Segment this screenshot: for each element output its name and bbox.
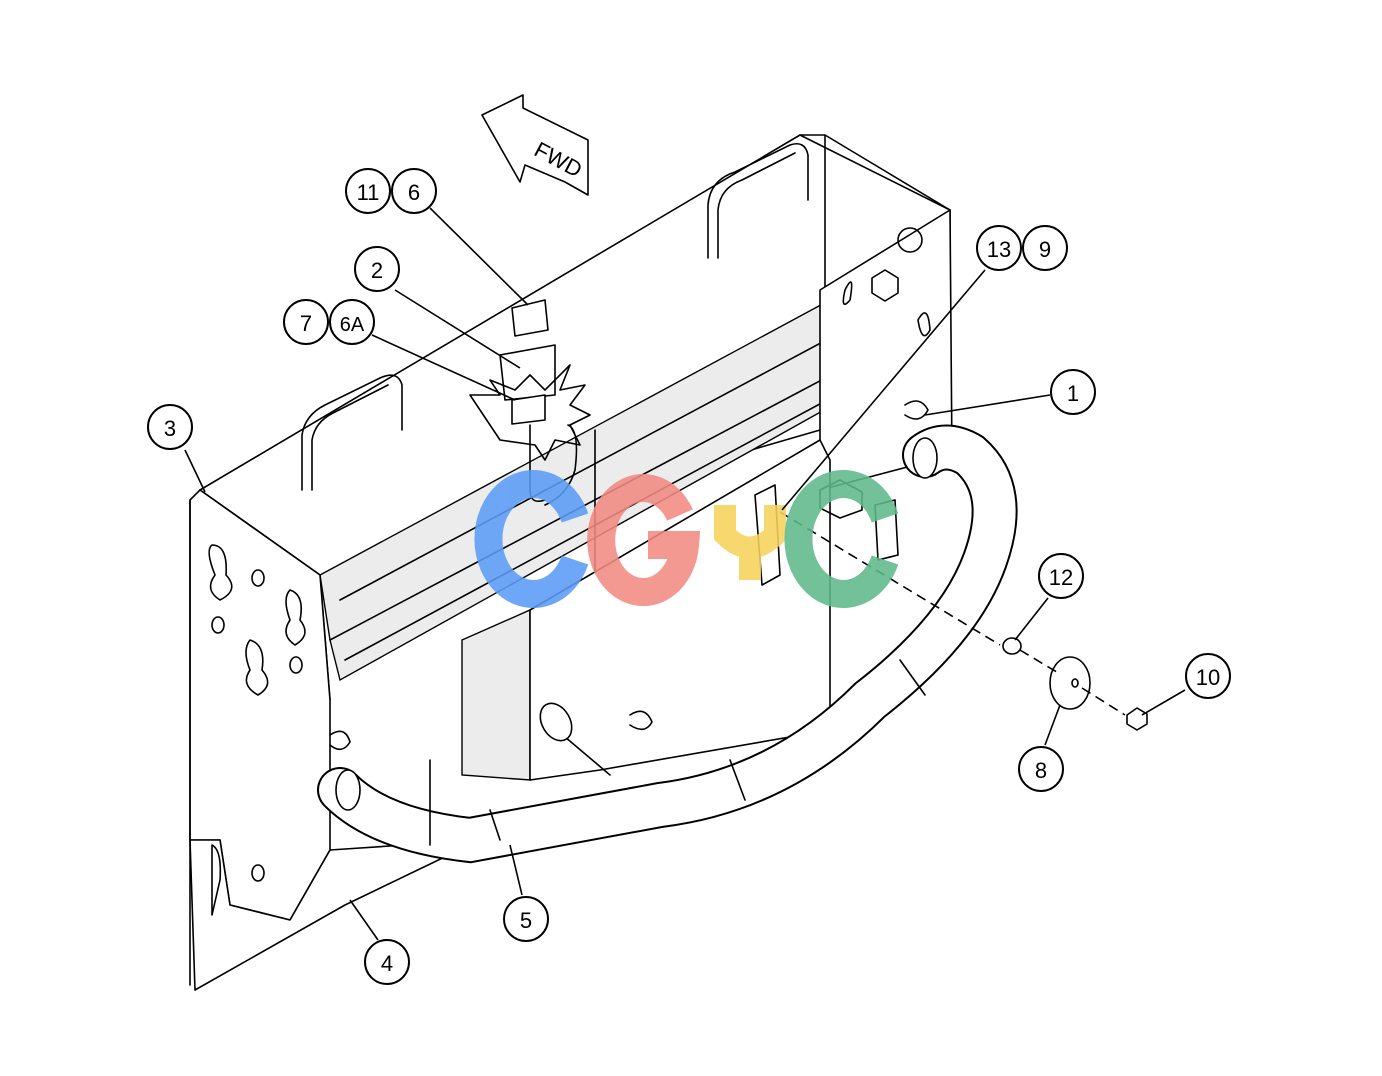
callout-7[interactable]: 7 <box>283 299 329 345</box>
callout-2[interactable]: 2 <box>354 246 400 292</box>
callout-11[interactable]: 11 <box>345 168 391 214</box>
flat-washer-8 <box>1049 656 1091 710</box>
valve-fitting <box>469 299 591 506</box>
cgsc-watermark <box>474 470 899 608</box>
callout-3[interactable]: 3 <box>147 404 193 450</box>
svg-text:5: 5 <box>520 908 532 933</box>
svg-text:4: 4 <box>381 951 393 976</box>
callout-10[interactable]: 10 <box>1185 653 1231 699</box>
svg-text:13: 13 <box>987 237 1011 262</box>
right-side-plate <box>819 209 953 491</box>
callout-4[interactable]: 4 <box>364 939 410 985</box>
left-mounting-plate <box>189 489 481 991</box>
svg-text:6A: 6A <box>340 314 365 336</box>
forward-direction-arrow: FWD <box>481 94 589 196</box>
svg-text:12: 12 <box>1049 565 1073 590</box>
callouts: 11 6 2 7 6A 3 13 9 <box>147 168 1231 985</box>
svg-text:3: 3 <box>164 416 176 441</box>
leader-lines <box>184 207 1186 941</box>
rear-box-frame <box>199 134 951 701</box>
callout-5[interactable]: 5 <box>503 896 549 942</box>
callout-12[interactable]: 12 <box>1038 553 1084 599</box>
svg-text:7: 7 <box>300 311 312 336</box>
hardware-parts <box>779 511 1148 731</box>
callout-1[interactable]: 1 <box>1050 369 1096 415</box>
callout-6[interactable]: 6 <box>391 168 437 214</box>
svg-text:10: 10 <box>1196 665 1220 690</box>
callout-6a[interactable]: 6A <box>329 299 375 345</box>
svg-text:2: 2 <box>371 258 383 283</box>
callout-13[interactable]: 13 <box>976 225 1022 271</box>
svg-text:11: 11 <box>357 180 380 205</box>
center-support <box>461 439 831 781</box>
callout-9[interactable]: 9 <box>1022 225 1068 271</box>
svg-text:9: 9 <box>1039 237 1051 262</box>
tube-clips <box>329 400 929 751</box>
svg-text:1: 1 <box>1067 381 1079 406</box>
nut-10 <box>1126 707 1148 731</box>
svg-text:8: 8 <box>1035 758 1047 783</box>
svg-text:6: 6 <box>408 180 420 205</box>
tube-loop <box>317 424 1018 864</box>
washer-12 <box>1002 637 1022 655</box>
callout-8[interactable]: 8 <box>1018 746 1064 792</box>
